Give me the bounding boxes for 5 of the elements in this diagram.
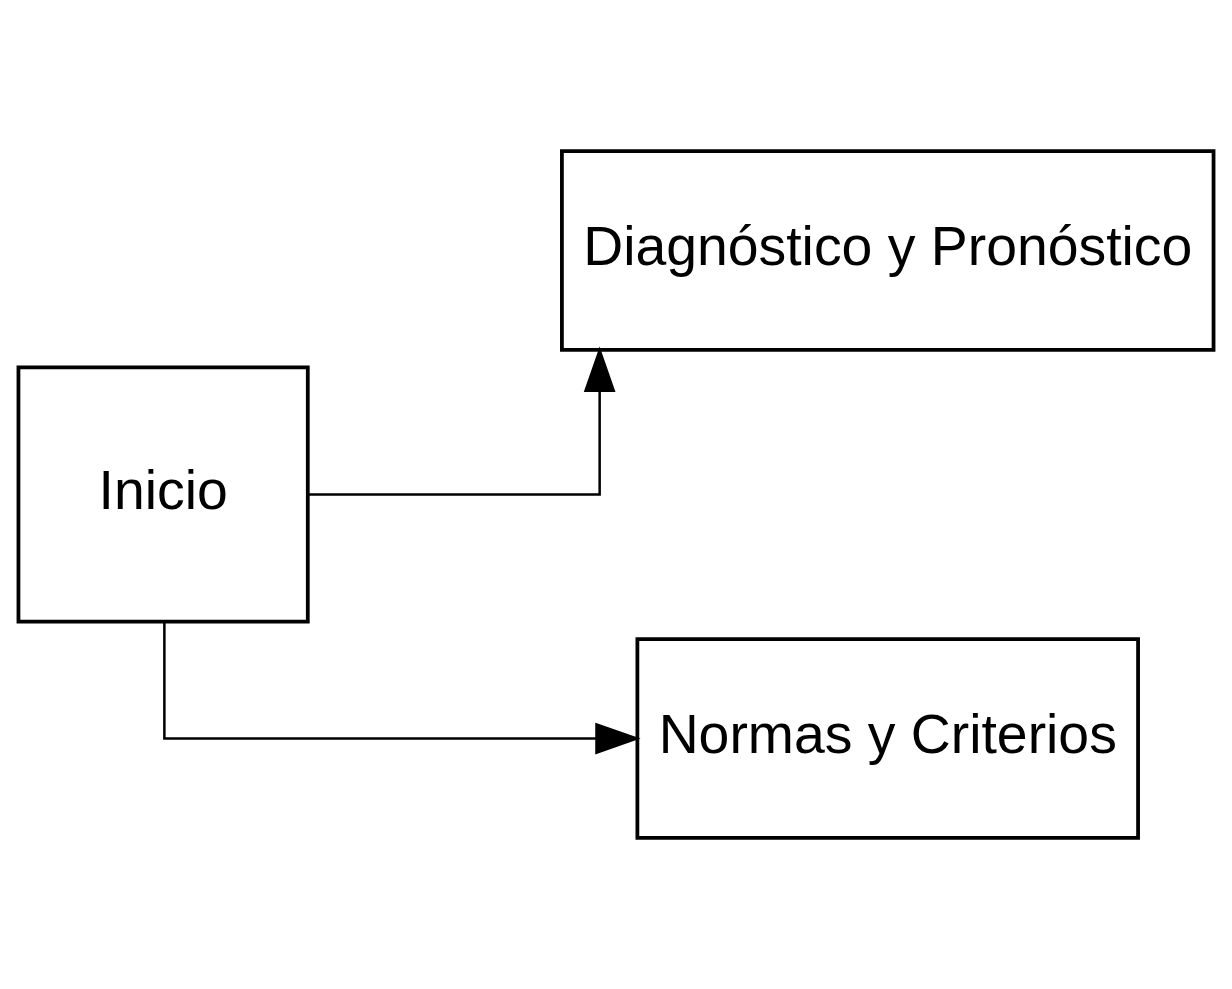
node-box: Normas y Criterios xyxy=(635,637,1140,840)
node-box: Diagnóstico y Pronóstico xyxy=(560,149,1216,352)
node-box: Inicio xyxy=(16,365,310,624)
arrow xyxy=(308,346,616,496)
arrow xyxy=(163,622,641,755)
